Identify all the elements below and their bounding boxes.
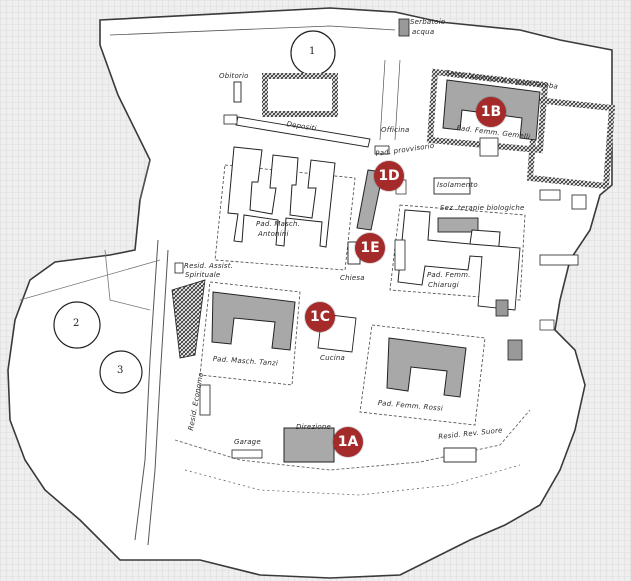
marker-1c[interactable]: 1C — [305, 302, 335, 332]
label-direzione: Direzione — [296, 423, 331, 431]
resid-economo — [199, 384, 211, 416]
label-terapie: Sez. terapie biologiche — [440, 204, 525, 212]
marker-1b[interactable]: 1B — [476, 97, 506, 127]
resid-assist-spirituale — [174, 262, 184, 274]
label-chiesa: Chiesa — [340, 274, 365, 282]
site-boundary — [7, 7, 613, 579]
pad-masch-antonini — [227, 146, 336, 248]
marker-1a[interactable]: 1A — [333, 427, 363, 457]
tank-1-number: 1 — [309, 46, 316, 57]
marker-1e[interactable]: 1E — [355, 233, 385, 263]
label-isolamento: Isolamento — [437, 181, 478, 189]
resid-rev-suore — [443, 447, 477, 463]
label-spirituale-2: Spirituale — [185, 271, 221, 279]
serbatoio-acqua — [398, 18, 410, 37]
isolamento — [433, 177, 471, 195]
label-antonini-1: Pad. Masch. — [256, 220, 301, 228]
obitorio — [233, 81, 242, 103]
pad-femm-rossi — [386, 337, 467, 398]
label-serbatoio: Serbatoio — [410, 18, 446, 26]
label-garage: Garage — [234, 438, 261, 446]
label-cucina: Cucina — [320, 354, 346, 362]
label-chiarugi-1: Pad. Femm. — [427, 271, 471, 279]
direzione — [283, 427, 335, 463]
pad-masch-tanzi — [211, 291, 296, 351]
marker-1d[interactable]: 1D — [374, 161, 404, 191]
main-road — [134, 159, 159, 541]
officina — [374, 145, 390, 155]
label-antonini-2: Antonini — [258, 230, 289, 238]
label-acqua: acqua — [412, 28, 435, 36]
label-officina: Officina — [381, 126, 410, 134]
sez-terapie-biologiche — [437, 217, 479, 233]
tank-2 — [53, 301, 101, 349]
tank-3-number: 3 — [117, 365, 124, 376]
garage — [231, 449, 263, 459]
label-obitorio: Obitorio — [219, 72, 249, 80]
label-spirituale-1: Resid. Assist. — [184, 262, 234, 270]
tank-3 — [99, 350, 143, 394]
label-chiarugi-2: Chiarugi — [428, 281, 459, 289]
tank-2-number: 2 — [73, 318, 80, 329]
lower-road — [174, 409, 531, 471]
